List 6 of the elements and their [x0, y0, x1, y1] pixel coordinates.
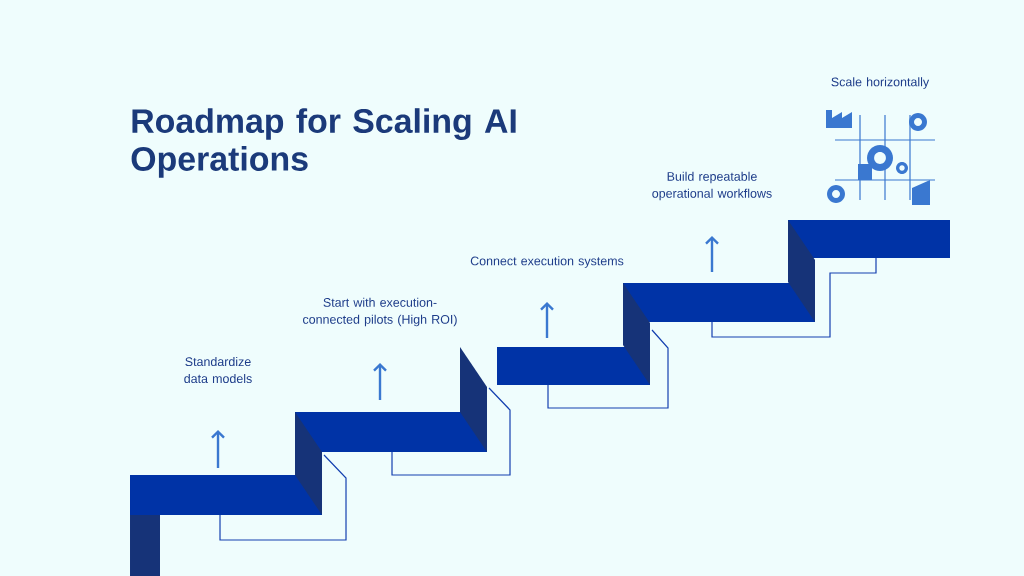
title: Roadmap for Scaling AI Operations: [131, 108, 516, 178]
step-label: Build repeatable operational workflows: [652, 171, 772, 201]
step-label: Scale horizontally: [831, 77, 930, 89]
step-label: Standardize data models: [184, 356, 252, 384]
step-label: Connect execution systems: [470, 256, 624, 268]
step-label: Start with execution-connected pilots (High ROI): [303, 297, 457, 327]
